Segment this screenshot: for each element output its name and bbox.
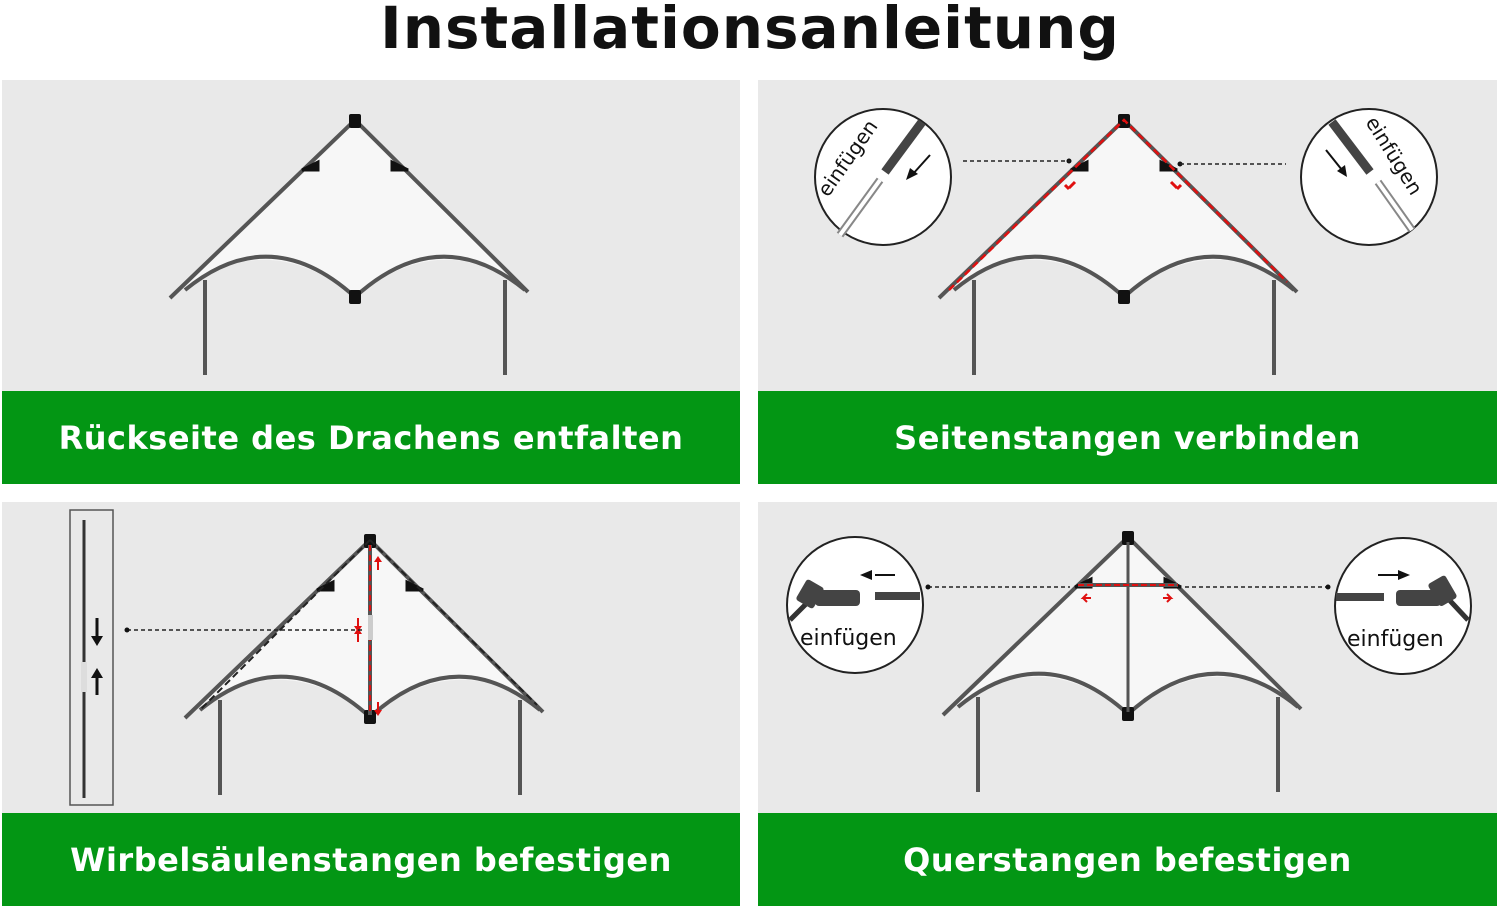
left-clip [301,159,320,172]
kite-sail [185,120,522,297]
spine-joint [368,615,373,640]
step-3-caption: Wirbelsäulenstangen befestigen [2,813,740,906]
arrow-head [374,710,382,716]
step-2-caption: Seitenstangen verbinden [758,391,1497,484]
arrow-icon [1163,593,1174,603]
right-clip [390,159,409,172]
tail-connector [1118,290,1130,304]
arrow-icon [1169,180,1183,191]
spine-rod-inset [69,509,365,806]
kite-step-4 [941,531,1303,792]
dashed-edge [199,539,538,711]
nose-connector [1122,531,1134,545]
tail-connector [349,290,361,304]
arrow-head [374,556,382,562]
step-2-left-callout: einfügen [812,108,1070,246]
tail-connector [364,710,376,724]
nose-connector [349,114,361,128]
arrow-icon [1080,593,1091,603]
kite-step-3 [183,534,545,795]
step-4-right-callout: einfügen [1185,537,1472,675]
kite-sail [954,120,1291,297]
kite-step-2 [937,114,1299,375]
step-2-right-callout: einfügen [1180,108,1438,246]
step-1-caption: Rückseite des Drachens entfalten [2,391,740,484]
insert-label: einfügen [1347,627,1444,652]
tail-connector [1122,707,1134,721]
page-title: Installationsanleitung [380,0,1120,62]
insert-label: einfügen [800,626,897,651]
arrow-head [354,628,362,634]
left-clip [1070,159,1089,172]
step-4-caption: Querstangen befestigen [758,813,1497,906]
kite-step-1 [168,114,530,375]
side-rod-highlight [948,118,1288,291]
arrow-icon [1063,180,1077,191]
step-4-left-callout: einfügen [786,536,1070,674]
